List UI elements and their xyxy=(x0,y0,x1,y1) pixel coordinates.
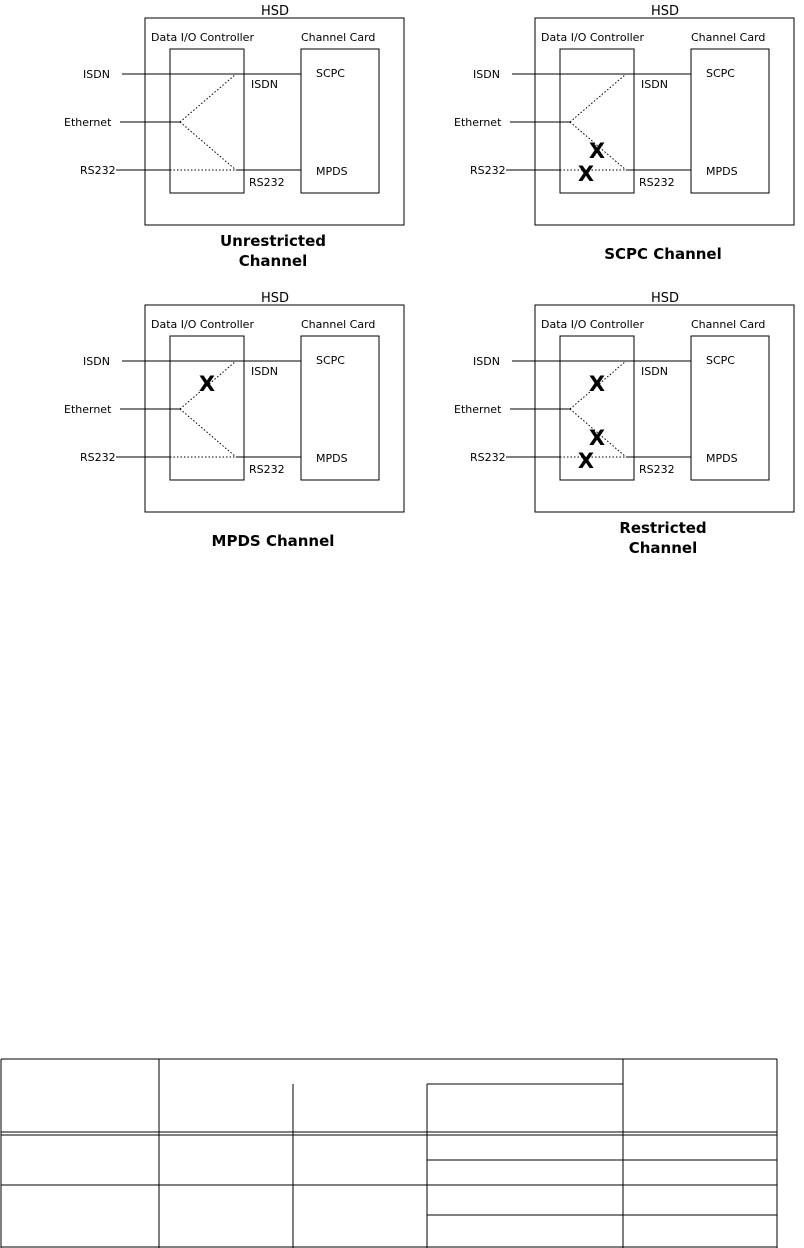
channel-card-box xyxy=(300,48,380,194)
output-rs232-label: RS232 xyxy=(639,176,675,189)
card-mpds-label: MPDS xyxy=(316,165,348,178)
card-mpds-label: MPDS xyxy=(316,452,348,465)
channel-card-box xyxy=(690,335,770,481)
block-mark-rs232: X xyxy=(578,449,594,473)
input-rs232-label: RS232 xyxy=(470,164,506,177)
input-isdn-label: ISDN xyxy=(473,355,500,368)
data-io-controller-box xyxy=(559,335,635,481)
channel-card-box xyxy=(690,48,770,194)
card-scpc-label: SCPC xyxy=(316,354,345,367)
block-mark-ethernet-mpds: X xyxy=(589,139,605,163)
block-mark-rs232: X xyxy=(578,162,594,186)
channel-card-label: Channel Card xyxy=(691,31,765,44)
data-io-controller-label: Data I/O Controller xyxy=(151,318,254,331)
card-mpds-label: MPDS xyxy=(706,165,738,178)
output-rs232-label: RS232 xyxy=(249,463,285,476)
channel-card-label: Channel Card xyxy=(691,318,765,331)
output-isdn-label: ISDN xyxy=(641,365,668,378)
caption-line-1: Unrestricted xyxy=(220,232,326,250)
card-scpc-label: SCPC xyxy=(316,67,345,80)
input-isdn-label: ISDN xyxy=(83,355,110,368)
caption-line-1: Restricted xyxy=(619,519,706,537)
input-rs232-label: RS232 xyxy=(470,451,506,464)
ethernet-to-isdn-path xyxy=(179,73,237,123)
data-io-controller-label: Data I/O Controller xyxy=(541,318,644,331)
output-isdn-label: ISDN xyxy=(641,78,668,91)
caption-line-2: Channel xyxy=(629,539,697,557)
hsd-label: HSD xyxy=(261,4,289,19)
block-mark-isdn: X xyxy=(589,372,605,396)
data-io-controller-box xyxy=(169,335,245,481)
data-io-controller-box xyxy=(559,48,635,194)
hsd-label: HSD xyxy=(651,291,679,306)
output-isdn-label: ISDN xyxy=(251,78,278,91)
output-rs232-label: RS232 xyxy=(639,463,675,476)
block-mark-ethernet-mpds: X xyxy=(589,426,605,450)
data-io-controller-box xyxy=(169,48,245,194)
channel-card-label: Channel Card xyxy=(301,318,375,331)
input-isdn-label: ISDN xyxy=(473,68,500,81)
channel-card-label: Channel Card xyxy=(301,31,375,44)
card-scpc-label: SCPC xyxy=(706,67,735,80)
data-io-controller-label: Data I/O Controller xyxy=(541,31,644,44)
caption-line-1: SCPC Channel xyxy=(604,245,722,263)
input-ethernet-label: Ethernet xyxy=(64,403,112,416)
caption-line-1: MPDS Channel xyxy=(212,532,335,550)
ethernet-to-isdn-path xyxy=(569,73,627,123)
input-rs232-label: RS232 xyxy=(80,451,116,464)
data-io-controller-label: Data I/O Controller xyxy=(151,31,254,44)
input-ethernet-label: Ethernet xyxy=(454,116,502,129)
hsd-label: HSD xyxy=(651,4,679,19)
channel-card-box xyxy=(300,335,380,481)
card-mpds-label: MPDS xyxy=(706,452,738,465)
output-rs232-label: RS232 xyxy=(249,176,285,189)
caption-line-2: Channel xyxy=(239,252,307,270)
input-rs232-label: RS232 xyxy=(80,164,116,177)
ethernet-to-mpds-path xyxy=(179,121,237,171)
input-isdn-label: ISDN xyxy=(83,68,110,81)
output-isdn-label: ISDN xyxy=(251,365,278,378)
empty-table xyxy=(0,1058,778,1248)
ethernet-to-mpds-path xyxy=(179,408,237,458)
input-ethernet-label: Ethernet xyxy=(454,403,502,416)
input-ethernet-label: Ethernet xyxy=(64,116,112,129)
card-scpc-label: SCPC xyxy=(706,354,735,367)
hsd-label: HSD xyxy=(261,291,289,306)
block-mark-isdn: X xyxy=(199,372,215,396)
